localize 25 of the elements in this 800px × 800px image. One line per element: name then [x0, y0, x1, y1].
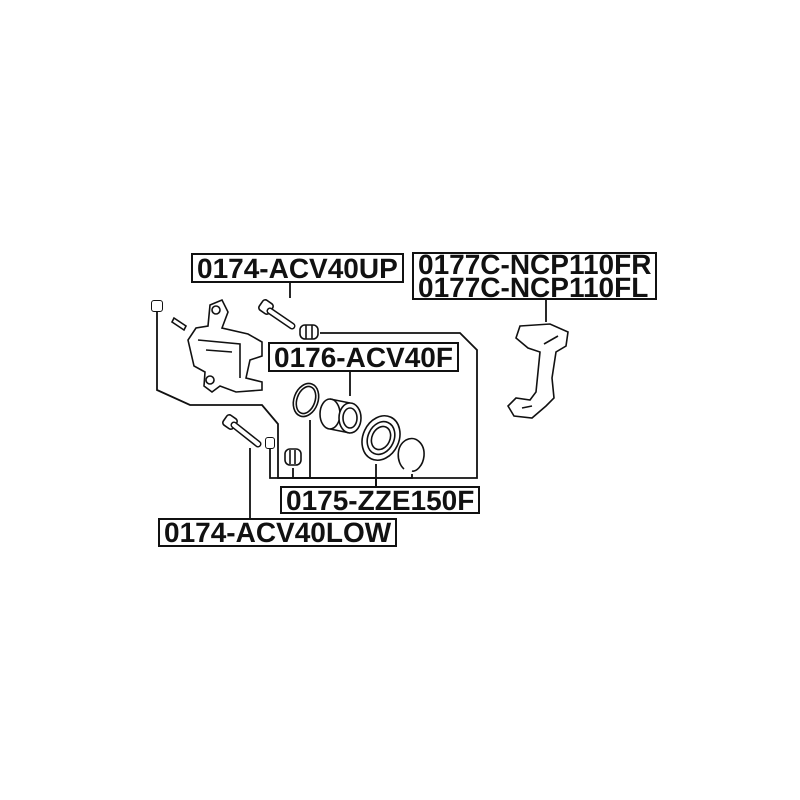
callout-box	[280, 486, 480, 514]
leader-line	[249, 448, 251, 518]
dust-boot-drawing	[358, 412, 404, 464]
callout-box	[268, 342, 459, 372]
leader-line	[320, 332, 478, 486]
part-number: 0174-ACV40UP	[197, 256, 398, 280]
pin-boot-drawing	[282, 446, 304, 468]
piston-seal-drawing	[290, 380, 322, 420]
part-number: 0174-ACV40LOW	[164, 521, 392, 544]
pin-boot-drawing	[298, 322, 320, 342]
leader-line	[349, 372, 351, 396]
guide-pin-drawing	[222, 414, 262, 448]
part-number: 0177C-NCP110FR	[418, 253, 652, 276]
callout-box	[191, 253, 404, 283]
cap-drawing	[151, 300, 163, 312]
leader-line	[545, 300, 547, 322]
part-number: 0176-ACV40F	[274, 346, 453, 368]
cap-drawing	[265, 437, 275, 449]
part-number: 0175-ZZE150F	[286, 488, 474, 512]
part-number: 0177C-NCP110FL	[418, 276, 648, 299]
callout-box	[158, 518, 398, 547]
guide-pin-drawing	[258, 298, 296, 330]
callout-box	[412, 252, 658, 300]
leader-line	[289, 283, 291, 298]
piston-drawing	[318, 396, 364, 436]
